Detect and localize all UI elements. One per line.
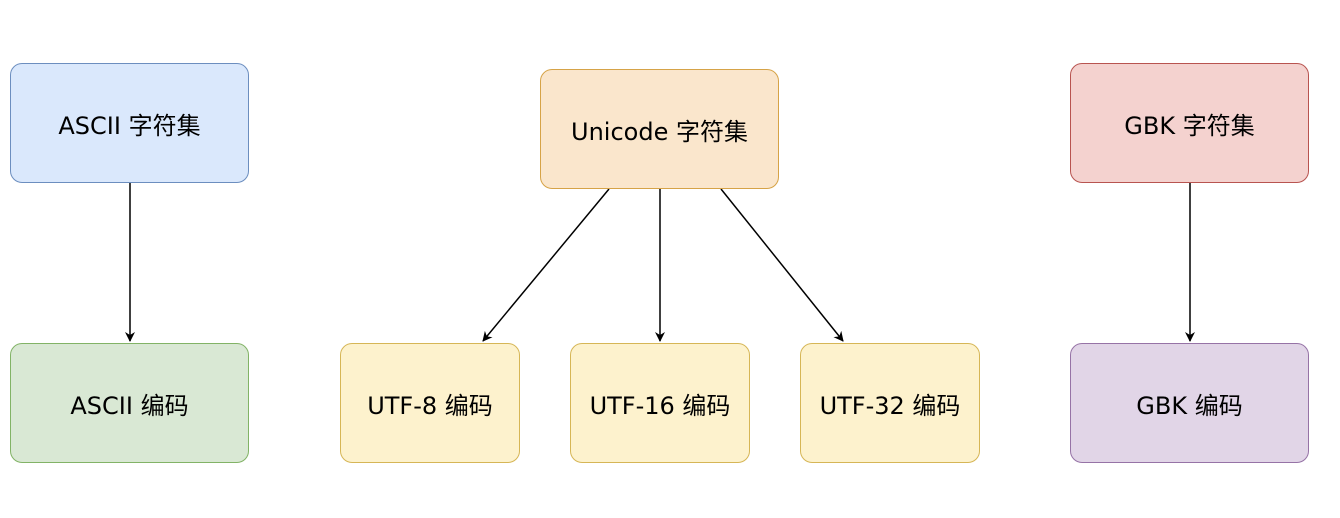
edge-unicode-charset-to-utf8-encoding [482, 188, 610, 342]
node-label: UTF-8 编码 [367, 391, 493, 420]
node-ascii-encoding: ASCII 编码 [10, 343, 249, 463]
node-label: UTF-16 编码 [589, 391, 731, 420]
node-utf16-encoding: UTF-16 编码 [570, 343, 750, 463]
node-label: GBK 字符集 [1124, 111, 1255, 140]
node-utf8-encoding: UTF-8 编码 [340, 343, 520, 463]
node-label: UTF-32 编码 [819, 391, 961, 420]
edge-unicode-charset-to-utf32-encoding [720, 188, 844, 342]
node-gbk-encoding: GBK 编码 [1070, 343, 1309, 463]
node-label: Unicode 字符集 [571, 117, 748, 146]
node-gbk-charset: GBK 字符集 [1070, 63, 1309, 183]
node-label: ASCII 字符集 [58, 111, 201, 140]
node-label: ASCII 编码 [70, 391, 189, 420]
node-unicode-charset: Unicode 字符集 [540, 69, 779, 189]
node-utf32-encoding: UTF-32 编码 [800, 343, 980, 463]
node-label: GBK 编码 [1136, 391, 1243, 420]
node-ascii-charset: ASCII 字符集 [10, 63, 249, 183]
